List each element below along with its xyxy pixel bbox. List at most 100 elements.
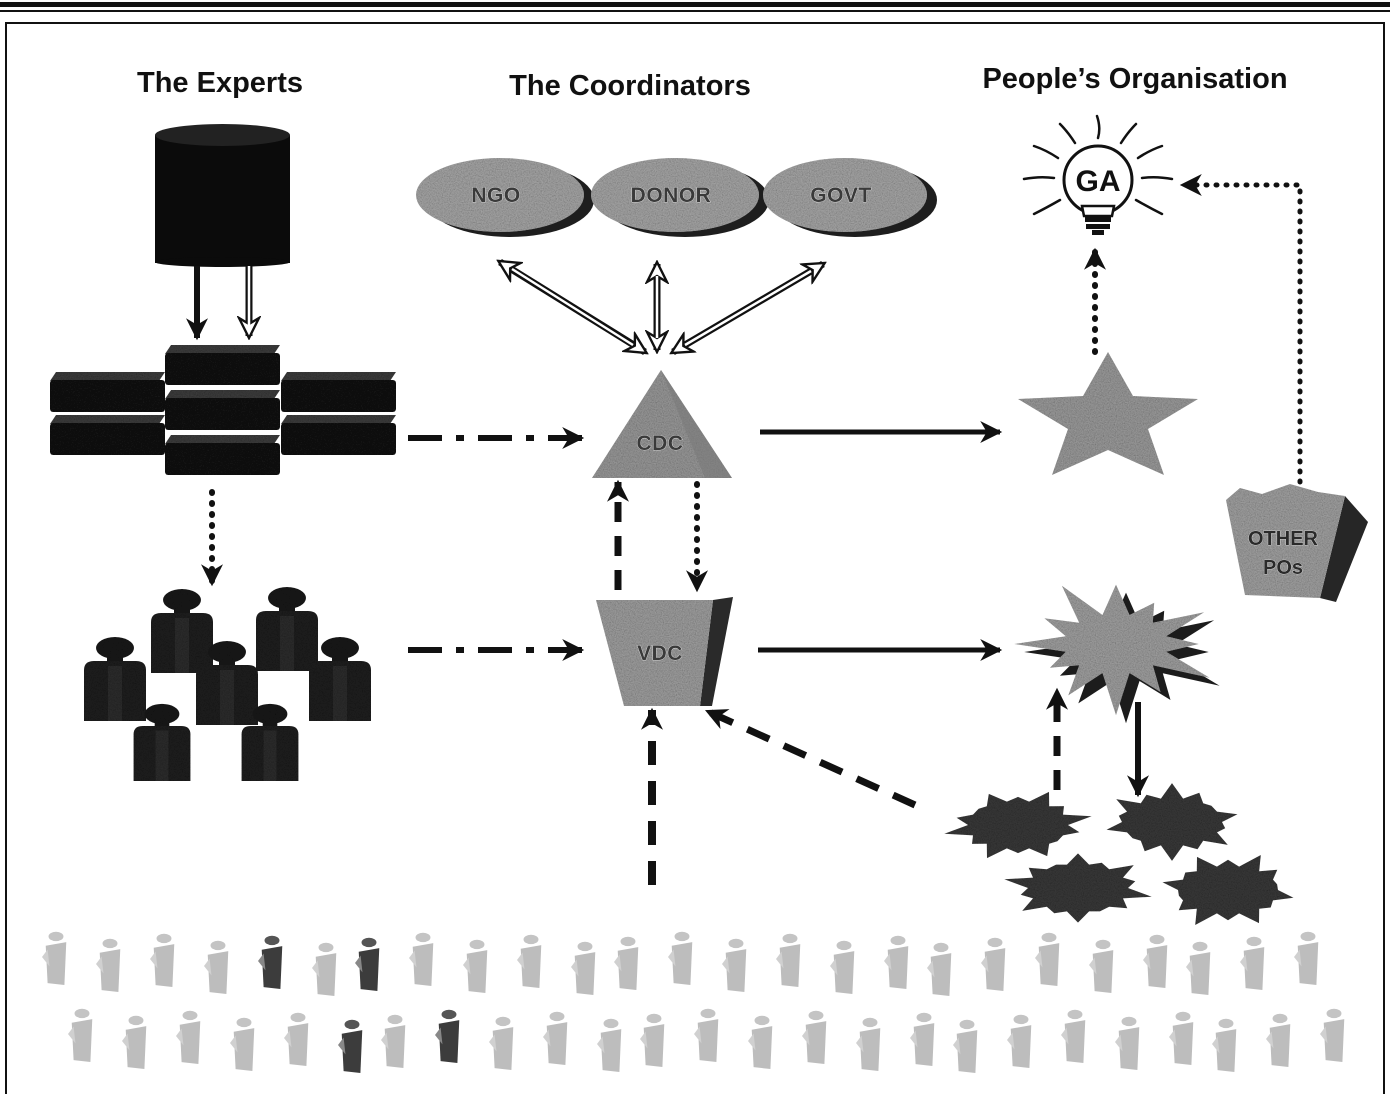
- brick: [165, 435, 280, 475]
- crowd-figure: [42, 931, 67, 985]
- arrow-other-pos-to-ga-dotted: [1179, 174, 1303, 485]
- crowd-figure: [1266, 1013, 1291, 1067]
- server-bricks: [50, 345, 396, 475]
- crowd-figure: [489, 1016, 514, 1070]
- crowd-figure: [1143, 934, 1168, 988]
- vdc-label: VDC: [637, 642, 683, 665]
- donor-label: DONOR: [631, 184, 712, 207]
- small-burst: [1004, 853, 1152, 923]
- top-rule-thin: [0, 10, 1390, 12]
- brick: [281, 415, 396, 455]
- star-node: [1018, 352, 1198, 475]
- crowd-figure: [668, 931, 693, 985]
- crowd-figure: [981, 937, 1006, 991]
- crowd-figure: [435, 1009, 460, 1063]
- vdc-trapezoid: VDC: [596, 597, 733, 706]
- small-burst: [944, 791, 1092, 859]
- bulb-rays: [1022, 114, 1174, 216]
- ga-label: GA: [1076, 165, 1121, 198]
- govt-label: GOVT: [810, 184, 872, 207]
- crowd-figure: [258, 935, 283, 989]
- crowd-figure: [597, 1018, 622, 1072]
- crowd-figure: [176, 1010, 201, 1064]
- crowd-figure: [1186, 941, 1211, 995]
- crowd-figure: [953, 1019, 978, 1073]
- crowd-figure: [694, 1008, 719, 1062]
- crowd-figure: [355, 937, 380, 991]
- other-pos-label-line2: POs: [1263, 557, 1303, 579]
- brick: [50, 415, 165, 455]
- person-figure: [84, 637, 146, 721]
- crowd-figure: [1115, 1016, 1140, 1070]
- crowd-figure: [1061, 1009, 1086, 1063]
- heading-peoples-organisation: People’s Organisation: [982, 63, 1287, 95]
- brick: [50, 372, 165, 412]
- crowd-figure: [68, 1008, 93, 1062]
- crowd-figure: [1212, 1018, 1237, 1072]
- arrow-govt-cdc-double: [673, 260, 823, 356]
- burst-node: [1014, 584, 1220, 724]
- top-rule-thick: [0, 2, 1390, 7]
- crowd-figure: [150, 933, 175, 987]
- crowd-figure: [802, 1010, 827, 1064]
- crowd-figure: [96, 938, 121, 992]
- crowd-figure: [338, 1019, 363, 1073]
- crowd-figure: [830, 940, 855, 994]
- ngo-oval: NGO: [416, 158, 594, 237]
- crowd-figure: [614, 936, 639, 990]
- crowd-figure: [284, 1012, 309, 1066]
- crowd-figure: [910, 1012, 935, 1066]
- burst-shape: [1014, 584, 1210, 716]
- other-pos-label-line1: OTHER: [1248, 528, 1319, 550]
- crowd-figure: [856, 1017, 881, 1071]
- donor-oval: DONOR: [591, 158, 769, 237]
- cdc-label: CDC: [637, 432, 684, 455]
- brick: [165, 390, 280, 430]
- ga-lightbulb: GA: [1022, 114, 1174, 235]
- cdc-triangle: CDC: [592, 370, 732, 478]
- ngo-label: NGO: [471, 184, 520, 207]
- govt-oval: GOVT: [763, 158, 937, 237]
- crowd-figure: [409, 932, 434, 986]
- diagram-frame: [5, 22, 1385, 1094]
- crowd-figure: [776, 933, 801, 987]
- small-burst: [1162, 855, 1294, 925]
- database-cylinder: [155, 124, 290, 267]
- crowd-figure: [1089, 939, 1114, 993]
- arrow-small-bursts-to-vdc-dashed: [704, 707, 917, 809]
- other-pos-box: OTHER POs: [1226, 484, 1368, 602]
- crowd-figure: [1169, 1011, 1194, 1065]
- arrow-ngo-cdc-double: [500, 259, 645, 355]
- crowd-figure: [381, 1014, 406, 1068]
- crowd-figure: [1035, 932, 1060, 986]
- crowd-figure: [1294, 931, 1319, 985]
- brick: [165, 345, 280, 385]
- crowd-figure: [748, 1015, 773, 1069]
- person-figure: [256, 587, 318, 671]
- crowd-figure: [1320, 1008, 1345, 1062]
- crowd-figure: [312, 942, 337, 996]
- crowd-figure: [543, 1011, 568, 1065]
- crowd-figure: [204, 940, 229, 994]
- person-figure: [309, 637, 371, 721]
- small-burst: [1106, 783, 1238, 861]
- crowd-figure: [1240, 936, 1265, 990]
- crowd-figure: [463, 939, 488, 993]
- crowd-figure: [640, 1013, 665, 1067]
- heading-experts: The Experts: [137, 67, 303, 99]
- crowd-figure: [517, 934, 542, 988]
- community-crowd: [42, 931, 1345, 1073]
- brick: [281, 372, 396, 412]
- crowd-figure: [927, 942, 952, 996]
- crowd-figure: [571, 941, 596, 995]
- crowd-figure: [1007, 1014, 1032, 1068]
- crowd-figure: [230, 1017, 255, 1071]
- person-figure: [151, 589, 213, 673]
- heading-coordinators: The Coordinators: [509, 70, 751, 102]
- experts-people-cluster: [84, 587, 371, 781]
- crowd-figure: [122, 1015, 147, 1069]
- crowd-figure: [722, 938, 747, 992]
- crowd-figure: [884, 935, 909, 989]
- small-bursts: [944, 783, 1294, 925]
